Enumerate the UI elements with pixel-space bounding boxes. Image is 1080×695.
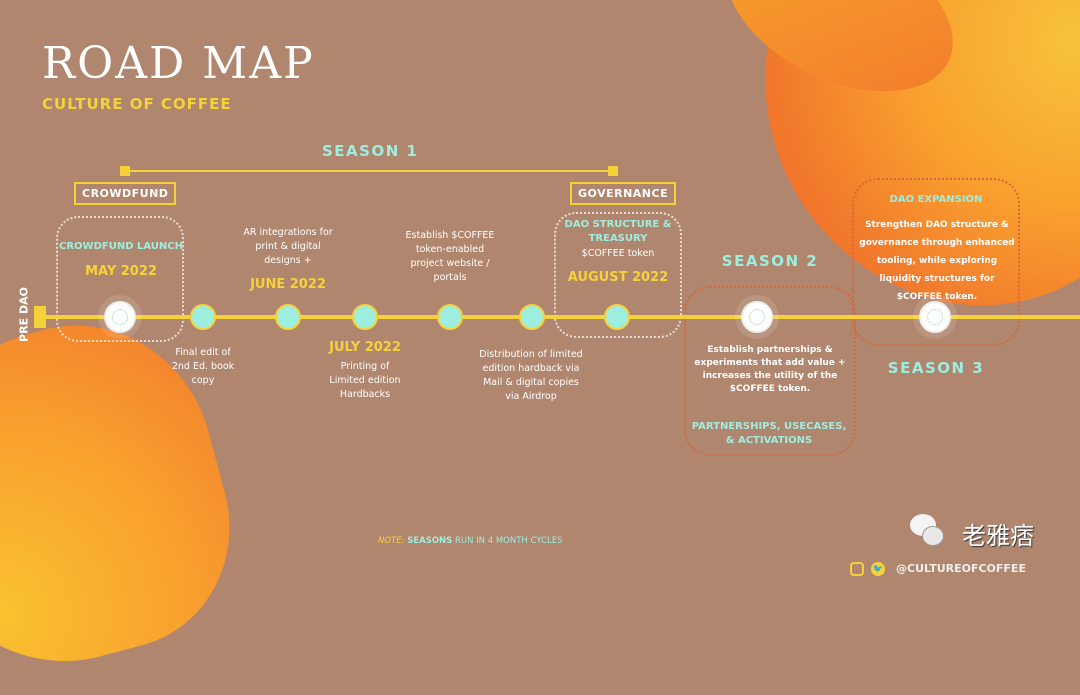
footer-note: NOTE: SEASONS RUN IN 4 MONTH CYCLES (378, 536, 562, 546)
season-2-box (684, 286, 856, 456)
timeline-line (40, 315, 1080, 319)
season-1-end-marker (608, 166, 618, 176)
season-2-label: SEASON 2 (721, 252, 819, 270)
distribution-text: Distribution of limited edition hardback… (479, 349, 583, 402)
note-rest: RUN IN 4 MONTH CYCLES (454, 536, 563, 546)
season-3-text: Strengthen DAO structure & governance th… (859, 220, 1015, 302)
season-1-bracket (125, 170, 615, 172)
season-3-label: SEASON 3 (887, 359, 985, 377)
twitter-icon[interactable]: 🐦 (871, 562, 885, 576)
july-date: JULY 2022 (329, 340, 401, 355)
pre-dao-label: PRE DAO (17, 287, 31, 342)
august-text: $COFFEE token (581, 248, 655, 259)
season-2-text: Establish partnerships & experiments tha… (694, 345, 846, 394)
season-1-label: SEASON 1 (322, 142, 419, 160)
july-text: Printing of Limited edition Hardbacks (329, 361, 401, 400)
social-handle[interactable]: @CULTUREOFCOFFEE (896, 562, 1026, 575)
season-3-box (852, 178, 1020, 346)
milestone-node-june (275, 304, 301, 330)
milestone-node-july (352, 304, 378, 330)
crowdfund-heading: CROWDFUND LAUNCH (59, 241, 183, 252)
milestone-node-august (604, 304, 630, 330)
instagram-icon[interactable] (850, 562, 864, 576)
final-edit-text: Final edit of 2nd Ed. book copy (171, 347, 235, 386)
page-title: ROAD MAP (42, 38, 315, 89)
milestone-node-may (104, 301, 136, 333)
pre-dao-marker (34, 306, 46, 328)
governance-tag: GOVERNANCE (570, 182, 677, 205)
wechat-icon-small (922, 526, 944, 546)
crowdfund-box (56, 216, 184, 342)
june-date: JUNE 2022 (250, 277, 326, 292)
token-site-text: Establish $COFFEE token-enabled project … (405, 230, 495, 283)
note-prefix: NOTE: (378, 536, 405, 546)
crowdfund-tag: CROWDFUND (74, 182, 177, 205)
milestone-node-final-edit (190, 304, 216, 330)
season-2-node (741, 301, 773, 333)
season-3-heading: DAO EXPANSION (889, 194, 983, 205)
august-heading: DAO STRUCTURE & TREASURY (564, 219, 672, 244)
august-box (554, 212, 682, 338)
season-3-node (919, 301, 951, 333)
june-text: AR integrations for print & digital desi… (243, 227, 333, 266)
note-highlight: SEASONS (407, 536, 453, 546)
milestone-node-token-site (437, 304, 463, 330)
milestone-node-distribution (519, 304, 545, 330)
august-date: AUGUST 2022 (567, 270, 669, 285)
watermark: 老雅痞 (962, 522, 1034, 550)
page-subtitle: CULTURE OF COFFEE (42, 95, 232, 113)
crowdfund-date: MAY 2022 (85, 264, 157, 279)
season-2-heading: PARTNERSHIPS, USECASES, & ACTIVATIONS (691, 421, 847, 446)
